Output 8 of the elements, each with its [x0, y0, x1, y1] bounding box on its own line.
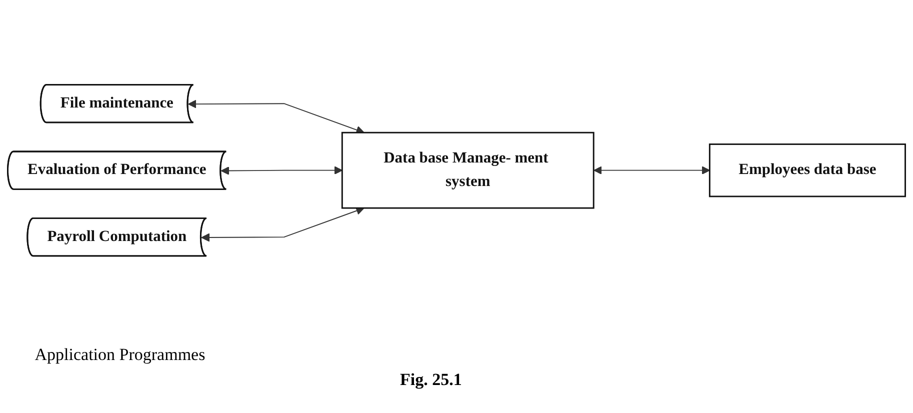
- group-label: Application Programmes: [34, 345, 206, 365]
- arrow: [201, 206, 364, 242]
- arrow: [220, 166, 343, 175]
- arrow: [188, 99, 364, 134]
- node-box: Employees data base: [708, 143, 906, 197]
- node-box: Data base Manage- ment system: [341, 132, 594, 208]
- arrow: [594, 166, 710, 174]
- figure-caption: Fig. 25.1: [400, 370, 462, 390]
